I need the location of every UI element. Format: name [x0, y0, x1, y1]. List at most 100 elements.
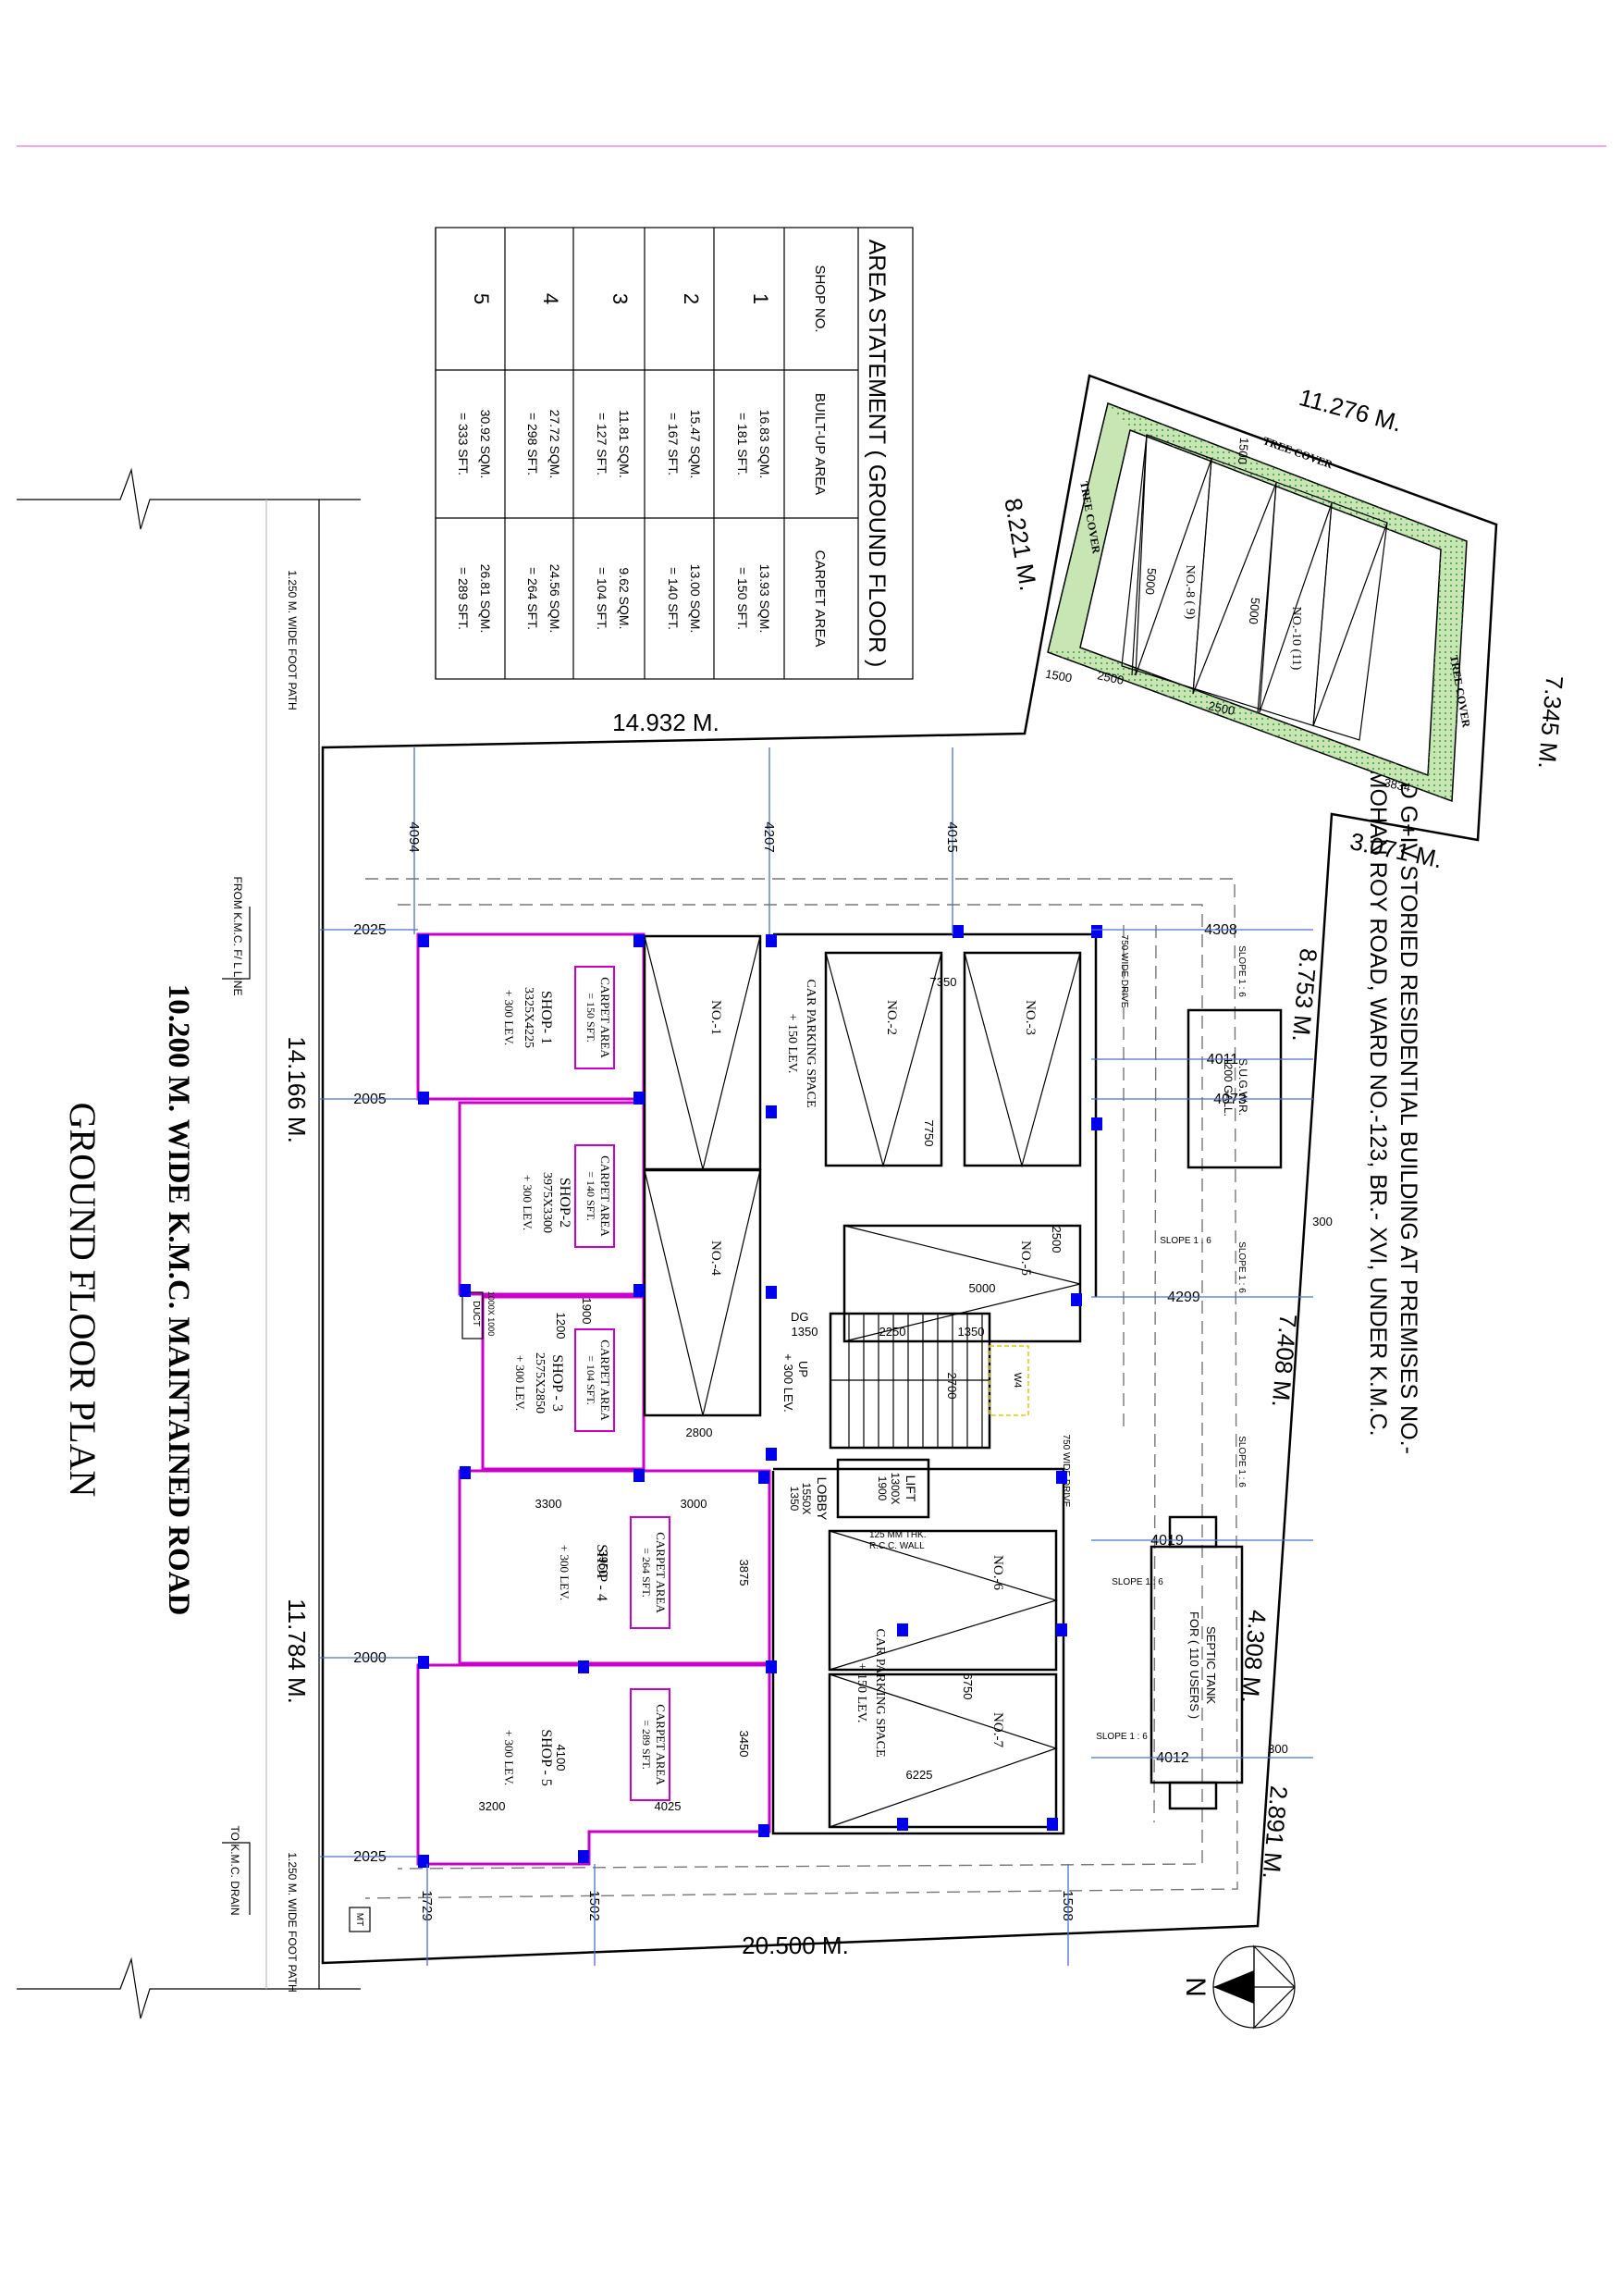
mt-label: MT: [354, 1913, 364, 1926]
column-marker: [578, 1850, 589, 1863]
carpet-area-value: = 140 SFT.: [584, 1171, 597, 1221]
header-built-up: BUILT-UP AREA: [812, 393, 828, 495]
carpet-area-box: [574, 1328, 615, 1432]
dim-internal: 6225: [906, 1768, 933, 1782]
column-marker: [1056, 1623, 1067, 1636]
dim-internal: 3200: [479, 1799, 506, 1813]
shop-4-outline: [458, 1469, 771, 1665]
boundary-bottom: 20.500 M.: [742, 1932, 849, 1959]
parking-bay-label: NO.-4: [708, 1241, 723, 1276]
boundary-left-lower: 11.784 M.: [283, 1599, 311, 1704]
area-row-carpet-sft: = 264 SFT.: [525, 567, 540, 630]
boundary-ext-left: 8.221 M.: [999, 496, 1042, 593]
column-marker: [1091, 925, 1102, 938]
column-marker: [1056, 1471, 1067, 1484]
parking-bay-label: NO.-7: [990, 1712, 1005, 1747]
area-row-built-sqm: 30.92 SQM.: [478, 410, 493, 479]
footpath-label-bottom: 1.250 M. WIDE FOOT PATH: [286, 1852, 299, 1992]
road-edge-lines: [17, 467, 361, 2019]
lift-shaft: [836, 1458, 930, 1519]
ugwr-tank: [1187, 1008, 1283, 1169]
column-marker: [633, 1284, 645, 1297]
area-row-built-sft: = 167 SFT.: [666, 413, 681, 475]
parking-bay-label: NO.-1: [708, 1000, 723, 1035]
to-kmc-label: TO K.M.C. DRAIN: [228, 1825, 241, 1915]
slope-label: SLOPE 1 : 6: [1160, 1236, 1211, 1246]
ugwr-label-1: S.U.G.W.R.: [1236, 1058, 1249, 1116]
column-marker: [758, 1824, 769, 1837]
shop-lev: + 300 LEV.: [502, 990, 516, 1045]
up-lev-label: + 300 LEV.: [781, 1353, 795, 1413]
dim-internal: 2700: [945, 1373, 959, 1400]
carpet-area-title: CARPET AREA: [654, 1704, 668, 1785]
footpath-label-top: 1.250 M. WIDE FOOT PATH: [286, 570, 299, 710]
column-marker: [633, 1092, 645, 1105]
header-carpet: CARPET AREA: [812, 550, 828, 648]
dim-internal: 1500: [1236, 437, 1251, 464]
lift-size-2: 1900: [876, 1476, 889, 1501]
slope-label: SLOPE 1 : 6: [1236, 945, 1247, 997]
shop-size: 3325X4225: [522, 987, 535, 1048]
parking-bay-label: NO.-5: [1018, 1241, 1033, 1276]
area-row-no: 2: [680, 293, 703, 304]
area-row-carpet-sqm: 13.00 SQM.: [688, 564, 703, 634]
lift-label: LIFT: [904, 1475, 918, 1502]
dim-internal: 2800: [686, 1426, 713, 1439]
rcc-wall-2: R.C.C. WALL: [869, 1541, 925, 1551]
shop-lev: + 300 LEV.: [513, 1355, 527, 1411]
area-row-carpet-sft: = 150 SFT.: [735, 567, 750, 630]
shop-name: SHOP - 4: [594, 1544, 609, 1601]
column-marker: [418, 1656, 429, 1669]
shop-name: SHOP-2: [557, 1178, 572, 1228]
column-marker: [897, 1818, 908, 1831]
parking-bay-label: NO.-6: [990, 1555, 1005, 1590]
driveway-dashed-lines: [364, 878, 1238, 1899]
boundary-left-upper: 14.166 M.: [283, 1036, 311, 1143]
header-shop-no: SHOP NO.: [812, 265, 828, 332]
column-marker: [460, 1466, 471, 1479]
rcc-wall-1: 125 MM THK.: [869, 1530, 927, 1540]
lobby-label: LOBBY: [815, 1477, 830, 1521]
carpet-area-box: [630, 1688, 670, 1801]
parking-space-label-1: CAR PARKING SPACE: [804, 979, 818, 1107]
drive-label-top: 750 WIDE DRIVE: [1119, 935, 1129, 1008]
shop-lev: + 300 LEV.: [521, 1175, 535, 1230]
column-marker: [766, 1286, 777, 1299]
area-row-built-sft: = 298 SFT.: [525, 413, 540, 475]
dim-right-small: 300: [1268, 1742, 1288, 1756]
dim-internal: 1900: [580, 1298, 594, 1325]
column-marker: [897, 1623, 908, 1636]
shop-name: SHOP - 3: [549, 1354, 565, 1412]
carpet-area-box: [630, 1516, 670, 1629]
up-label: UP: [796, 1361, 810, 1377]
w4-label: W4: [1012, 1373, 1023, 1389]
lobby-size-2: 1350: [788, 1487, 801, 1512]
dim-right-small: 300: [1312, 1215, 1333, 1228]
area-row-built-sft: = 127 SFT.: [595, 413, 609, 475]
column-marker: [953, 925, 964, 938]
area-row-no: 3: [609, 293, 632, 304]
area-statement-title: AREA STATEMENT ( GROUND FLOOR ): [864, 240, 890, 668]
area-row-built-sqm: 15.47 SQM.: [688, 410, 703, 479]
plot-boundary: [321, 374, 1498, 1965]
shop-5-outline: [416, 1663, 771, 1866]
area-row-carpet-sqm: 9.62 SQM.: [617, 568, 632, 630]
carpet-area-title: CARPET AREA: [598, 1155, 612, 1237]
column-marker: [1091, 1117, 1102, 1130]
column-marker: [766, 934, 777, 947]
area-row-carpet-sqm: 26.81 SQM.: [478, 564, 493, 634]
parking-lev-1: + 150 LEV.: [785, 1014, 799, 1074]
ext-bay-10: NO.-10 (11): [1289, 607, 1303, 671]
dg-label: DG: [791, 1310, 809, 1324]
parking-bay-label: NO.-3: [1023, 1000, 1038, 1035]
shop-name: SHOP- 1: [538, 991, 554, 1044]
shop-lev: + 300 LEV.: [558, 1545, 572, 1600]
boundary-right-2: 7.408 M.: [1267, 1313, 1303, 1408]
area-row-built-sft: = 181 SFT.: [735, 413, 750, 475]
parking-bay-label: NO.-2: [884, 1000, 899, 1035]
dim-internal: 7750: [922, 1120, 936, 1147]
column-marker: [633, 1469, 645, 1482]
duct-box: [461, 1291, 484, 1339]
boundary-ext-top: 11.276 M.: [1297, 383, 1406, 437]
